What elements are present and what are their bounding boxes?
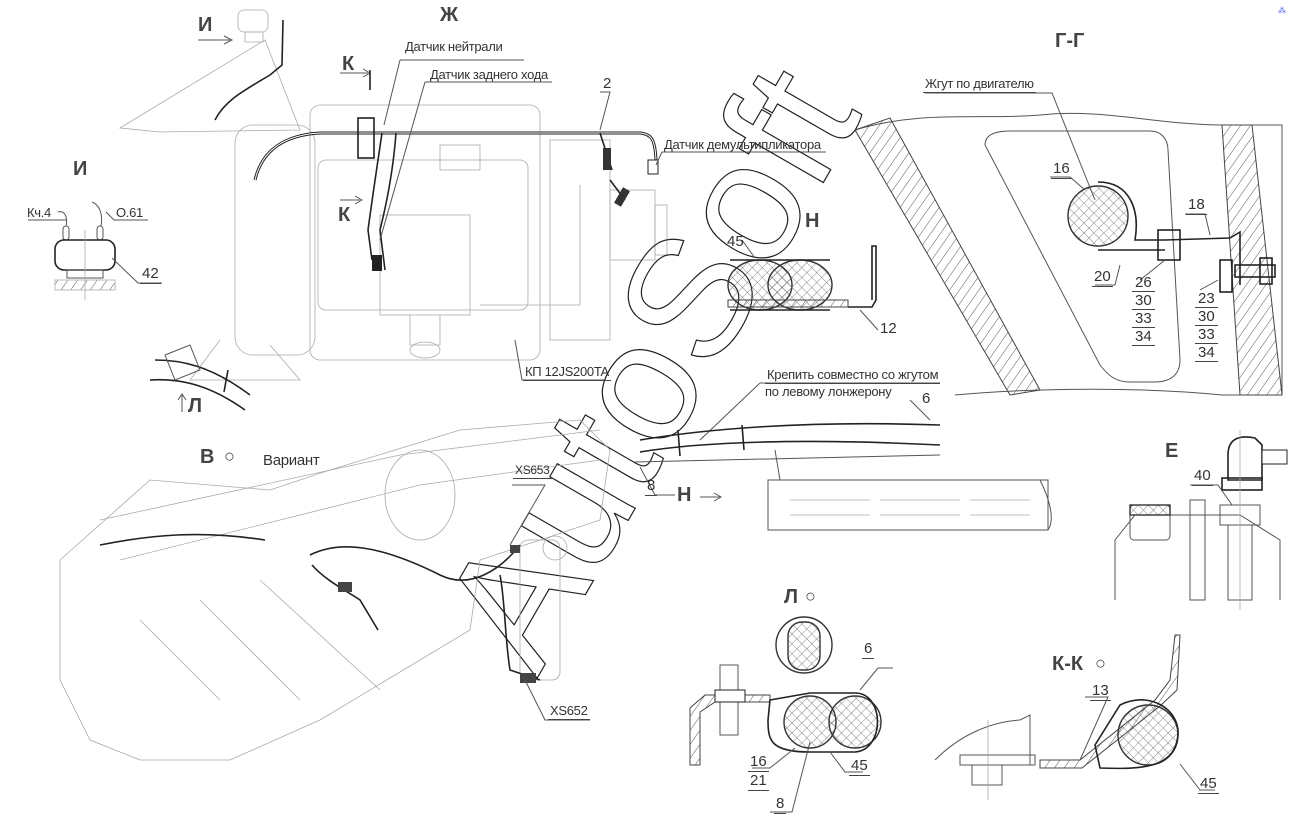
rotation-icon: ○ (224, 446, 235, 466)
part-number: 33 (1195, 326, 1218, 344)
part-16-l: 16 (748, 753, 769, 772)
wire-o61-label: О.61 (116, 205, 143, 220)
view-k-marker: К (338, 204, 351, 226)
part-6-l: 6 (862, 640, 875, 659)
part-45-l: 45 (849, 757, 870, 776)
part-45-kk: 45 (1198, 775, 1219, 794)
section-kk-title: К-К (1052, 653, 1084, 675)
view-i-sketch (118, 9, 301, 133)
rotation-icon: ○ (805, 586, 816, 606)
part-45-n: 45 (727, 233, 744, 250)
part-8-l: 8 (774, 795, 787, 814)
reverse-sensor-callout: Датчик заднего хода (430, 67, 548, 82)
part-number: 30 (1132, 292, 1155, 310)
part-number: 23 (1195, 290, 1218, 308)
part-21-l: 21 (748, 772, 769, 791)
switch-42-detail (28, 201, 162, 300)
part-8: 8 (645, 477, 658, 496)
part-16-gg: 16 (1051, 160, 1072, 179)
part-number: 26 (1132, 274, 1155, 292)
view-l-detail (689, 616, 893, 813)
view-i-title: И (73, 158, 88, 180)
part-number: 33 (1132, 310, 1155, 328)
view-k-arrow-label: К (342, 53, 355, 75)
part-20-gg: 20 (1092, 268, 1113, 287)
part-13-kk: 13 (1090, 682, 1111, 701)
view-v-variant-label: Вариант (263, 452, 320, 469)
part-number: 30 (1195, 308, 1218, 326)
part-42: 42 (140, 265, 161, 284)
view-n-detail (727, 239, 879, 331)
part-12: 12 (880, 320, 897, 337)
section-kk (934, 634, 1215, 800)
l-arrow-sketch (149, 344, 251, 412)
view-v-chassis (59, 419, 611, 761)
fasten-note-line1: Крепить совместно со жгутом (765, 367, 941, 384)
corner-mark: ⁂ (1278, 6, 1286, 15)
part-6: 6 (922, 390, 931, 407)
section-gg-title: Г-Г (1055, 30, 1085, 52)
wire-kch4-label: Кч.4 (27, 205, 51, 220)
view-i-arrow-label: И (198, 14, 213, 36)
view-e-detail (1114, 430, 1288, 610)
gearbox-callout: КП 12JS200TA (523, 364, 611, 381)
view-v-title: В (200, 446, 215, 468)
view-n-title: Н (805, 210, 820, 232)
fasten-note-area (634, 382, 1052, 531)
range-sensor-callout: Датчик демультипликатора (664, 137, 821, 152)
view-l-arrow-label: Л (188, 395, 203, 417)
part-2: 2 (603, 75, 612, 92)
part-18-gg: 18 (1186, 196, 1207, 215)
view-e-title: Е (1165, 440, 1179, 462)
fasten-note-line2: по левому лонжерону (765, 384, 892, 399)
connector-xs652-label: XS652 (548, 703, 590, 720)
view-l-title: Л (784, 586, 799, 608)
rotation-icon: ○ (1095, 653, 1106, 673)
neutral-sensor-callout: Датчик нейтрали (405, 39, 503, 54)
gg-right-fastener-stack: 23 30 33 34 (1195, 290, 1218, 362)
part-number: 34 (1132, 328, 1155, 346)
engine-harness-callout: Жгут по двигателю (923, 76, 1036, 93)
connector-xs653-label: XS653 (513, 463, 552, 479)
section-gg (854, 92, 1283, 396)
part-40: 40 (1192, 467, 1213, 486)
gearbox-view (189, 59, 826, 381)
view-zh-title: Ж (440, 4, 459, 26)
part-number: 34 (1195, 344, 1218, 362)
view-n-arrow-label: Н (677, 484, 692, 506)
gg-left-fastener-stack: 26 30 33 34 (1132, 274, 1155, 346)
